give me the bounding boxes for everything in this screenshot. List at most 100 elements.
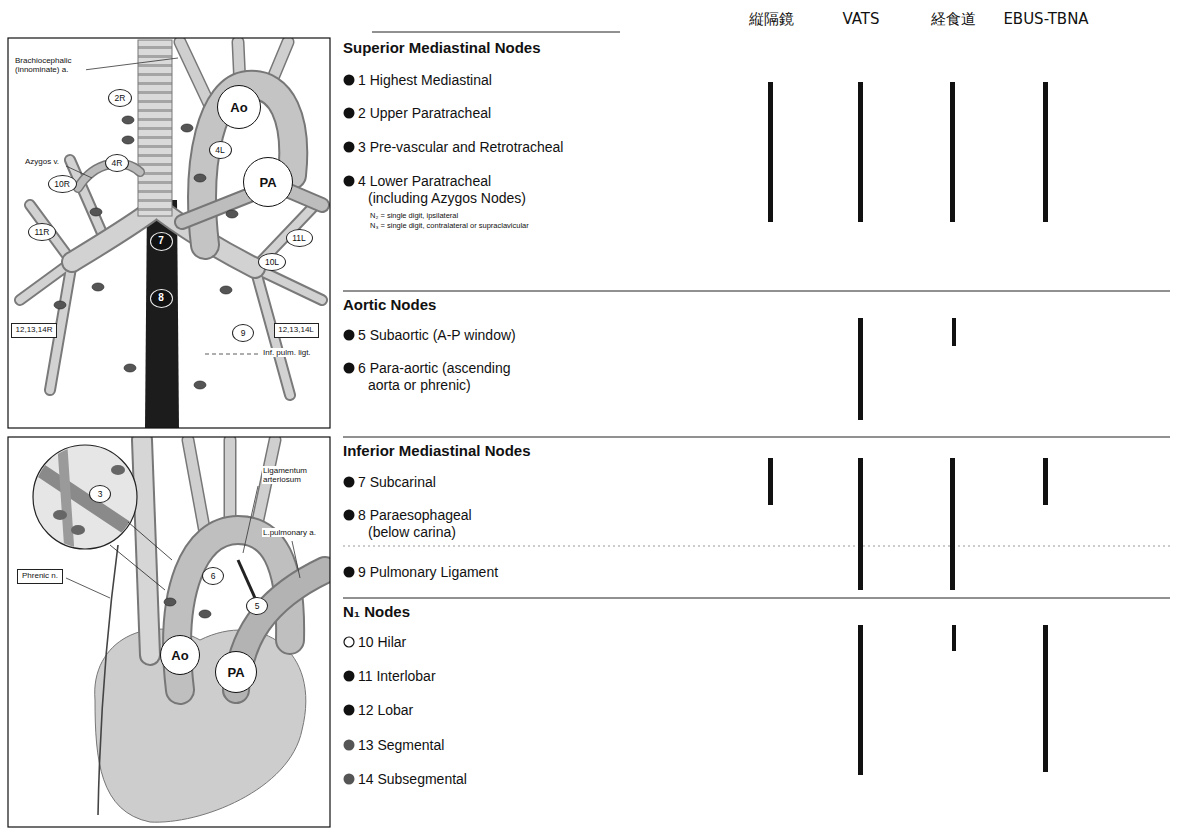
aorta (202, 85, 293, 245)
column-header: VATS (842, 11, 879, 29)
leader-line (205, 354, 258, 355)
node-text: Ao (171, 649, 188, 662)
panel-frame (8, 437, 330, 827)
bullet-dot (344, 363, 355, 374)
rule-line (343, 291, 1170, 292)
nerve-box: Phrenic n. (17, 569, 63, 584)
heart (95, 629, 306, 822)
coverage-bar (858, 625, 863, 775)
bullet-dot (344, 176, 355, 187)
bullet-dot (344, 637, 354, 647)
ligamentum-arteriosum (238, 560, 255, 598)
coverage-bar (950, 82, 955, 222)
lymph-node (122, 116, 134, 124)
station-tag: 4R (105, 154, 129, 172)
rule-line (343, 598, 1170, 599)
column-header: EBUS-TBNA (1003, 11, 1088, 29)
aorta (202, 85, 293, 245)
lymph-node (199, 610, 211, 618)
node-text: 12,13,14L (278, 326, 314, 334)
node-text: 2R (115, 94, 126, 103)
lymph-node (226, 210, 238, 218)
footnote: N₂ = single digit, ipsilateral (370, 212, 458, 221)
vessel-circle: PA (215, 651, 257, 693)
magnifier-inset (40, 470, 130, 530)
magnifier-inset (110, 522, 172, 590)
rule-line (343, 437, 1170, 438)
station-tag: 2R (108, 89, 132, 107)
node-text: 10L (265, 258, 279, 267)
station-item: 7 Subcarinal (358, 474, 436, 491)
bullet-dot (344, 740, 355, 751)
leader-line (66, 578, 110, 598)
node-text: 11L (292, 234, 306, 243)
vena-cava (142, 440, 150, 655)
bullet-dot (344, 510, 355, 521)
coverage-bar (768, 82, 773, 222)
node-text: Ao (230, 101, 247, 114)
coverage-bar (952, 625, 956, 651)
station-tag: 10R (48, 175, 77, 193)
anatomy-label: Inf. pulm. ligt. (262, 348, 312, 357)
station-box: 12,13,14R (11, 323, 57, 338)
vena-cava (142, 440, 150, 655)
coverage-bar (1043, 82, 1048, 222)
node-text: 10R (54, 180, 70, 189)
lymph-node (194, 174, 206, 182)
node-text: Phrenic n. (22, 572, 58, 580)
lymph-node (220, 286, 232, 294)
panel-frame (8, 38, 330, 428)
node-text: 3 (98, 490, 103, 499)
station-item: 3 Pre-vascular and Retrotracheal (358, 139, 563, 156)
bullet-dot (344, 671, 355, 682)
bullet-dot (344, 705, 355, 716)
node-text: 4L (215, 146, 224, 155)
vena-cava (142, 440, 150, 655)
node-text: 8 (158, 293, 164, 303)
coverage-bar (952, 318, 956, 346)
station-tag: 9 (232, 324, 254, 342)
bullet-dot (344, 477, 355, 488)
bullet-dot (344, 75, 355, 86)
station-tag: 3 (89, 485, 111, 503)
station-tag: 5 (246, 597, 268, 615)
magnifier-inset (53, 510, 67, 520)
leader-line (66, 486, 300, 598)
bullet-dot (344, 142, 355, 153)
section-heading: Inferior Mediastinal Nodes (343, 442, 531, 460)
station-tag: 11L (286, 229, 313, 247)
node-text: 11R (35, 228, 50, 237)
leader-line (292, 541, 300, 578)
vessel-circle: Ao (160, 635, 200, 675)
station-item: 5 Subaortic (A-P window) (358, 327, 516, 344)
coverage-bar (768, 82, 1048, 775)
station-tag: 10L (258, 253, 286, 271)
station-item: 13 Segmental (358, 737, 444, 754)
lymph-node (194, 381, 206, 389)
bullet-dot (344, 567, 355, 578)
station-tag: 6 (202, 567, 224, 585)
station-item: 6 Para-aortic (ascending aorta or phreni… (358, 360, 543, 393)
node-text: PA (227, 666, 244, 679)
phrenic-nerve (98, 545, 118, 815)
node-text: 9 (241, 329, 246, 338)
station-item: 4 Lower Paratracheal (including Azygos N… (358, 173, 543, 206)
rule-line (372, 32, 620, 33)
coverage-bar (950, 458, 955, 590)
station-tag: 7 (150, 232, 173, 251)
esophagus (145, 200, 179, 428)
station-tag: 4L (209, 141, 232, 159)
station-item: 10 Hilar (358, 634, 406, 651)
lower-illustration (33, 440, 325, 822)
anatomy-label: Azygos v. (24, 157, 60, 166)
section-heading: Aortic Nodes (343, 296, 436, 314)
node-text: 7 (158, 236, 164, 246)
coverage-bar (858, 318, 863, 420)
lymph-node (54, 116, 238, 389)
magnifier-inset (62, 440, 70, 560)
station-item: 9 Pulmonary Ligament (358, 564, 498, 581)
lymph-node (122, 136, 134, 144)
bronchial-tree (72, 212, 255, 268)
